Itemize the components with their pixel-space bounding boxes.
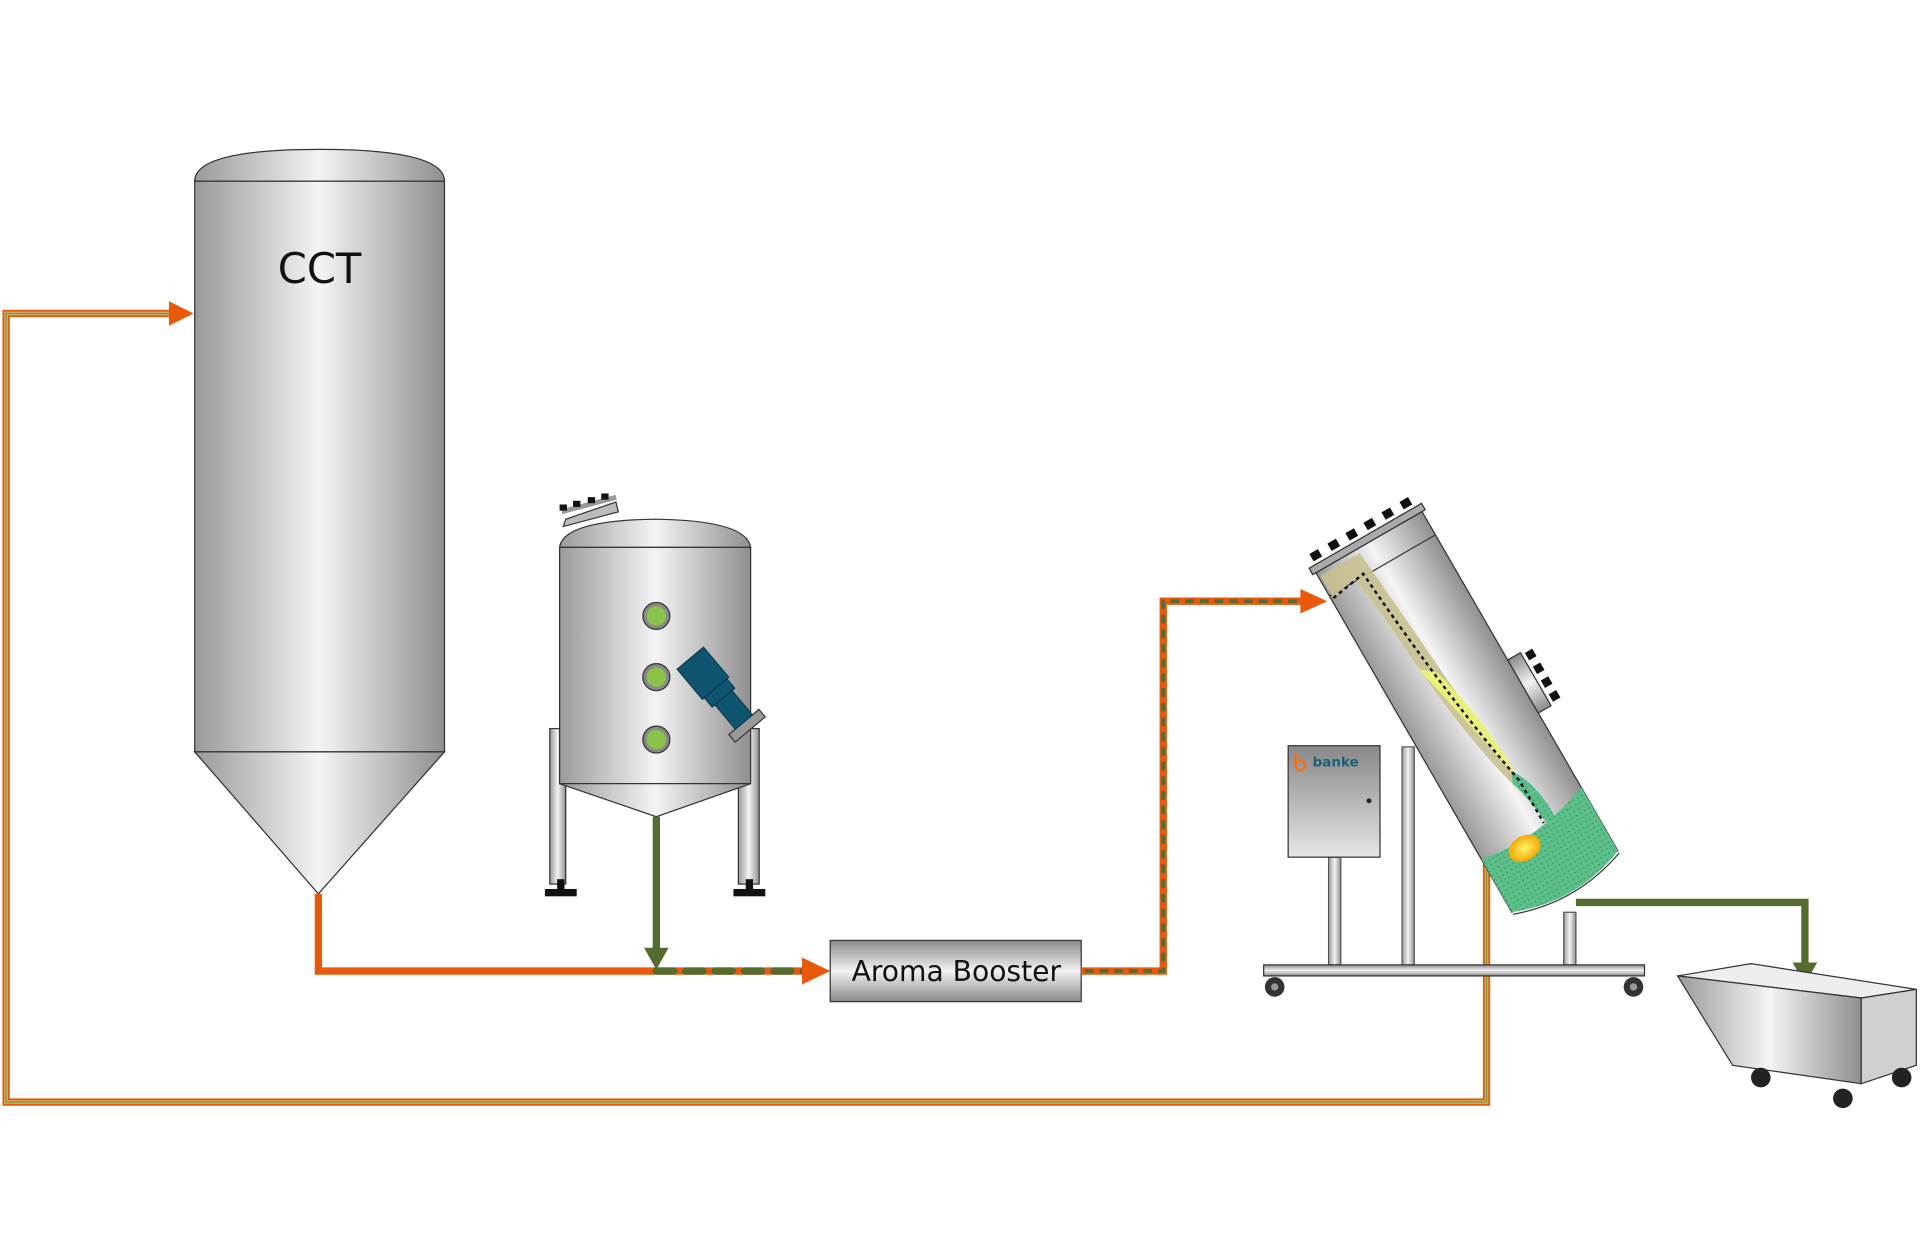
aroma-booster-unit: Aroma Booster: [829, 939, 1082, 1003]
control-cabinet: banke: [1287, 745, 1381, 858]
sight-glass-icon: [642, 601, 671, 754]
dosing-vessel: [544, 493, 767, 897]
booster-outlet-dashes: [1084, 599, 1311, 973]
aroma-booster-label: Aroma Booster: [852, 955, 1062, 988]
hop-doser-tank: [1308, 497, 1620, 915]
support-frame: [1263, 746, 1646, 997]
banke-logo-text: banke: [1313, 756, 1359, 771]
arrow-into-doser-icon: [1300, 588, 1328, 614]
banke-logo-icon: [1294, 753, 1307, 772]
spent-hop-cart: [1676, 963, 1917, 1109]
cct-outlet-line: [314, 893, 815, 975]
booster-outlet-line: [1081, 597, 1311, 975]
hop-sediment: [1481, 787, 1618, 913]
cct-tank: CCT: [193, 148, 446, 895]
arrow-into-cct-icon: [168, 301, 194, 326]
arrow-down-icon: [644, 947, 669, 970]
return-line: [2, 301, 1491, 1106]
doser-outlet-line: [1575, 898, 1809, 968]
cct-label: CCT: [278, 244, 362, 293]
motor-icon: [676, 646, 767, 743]
arrow-into-booster-icon: [802, 957, 831, 985]
